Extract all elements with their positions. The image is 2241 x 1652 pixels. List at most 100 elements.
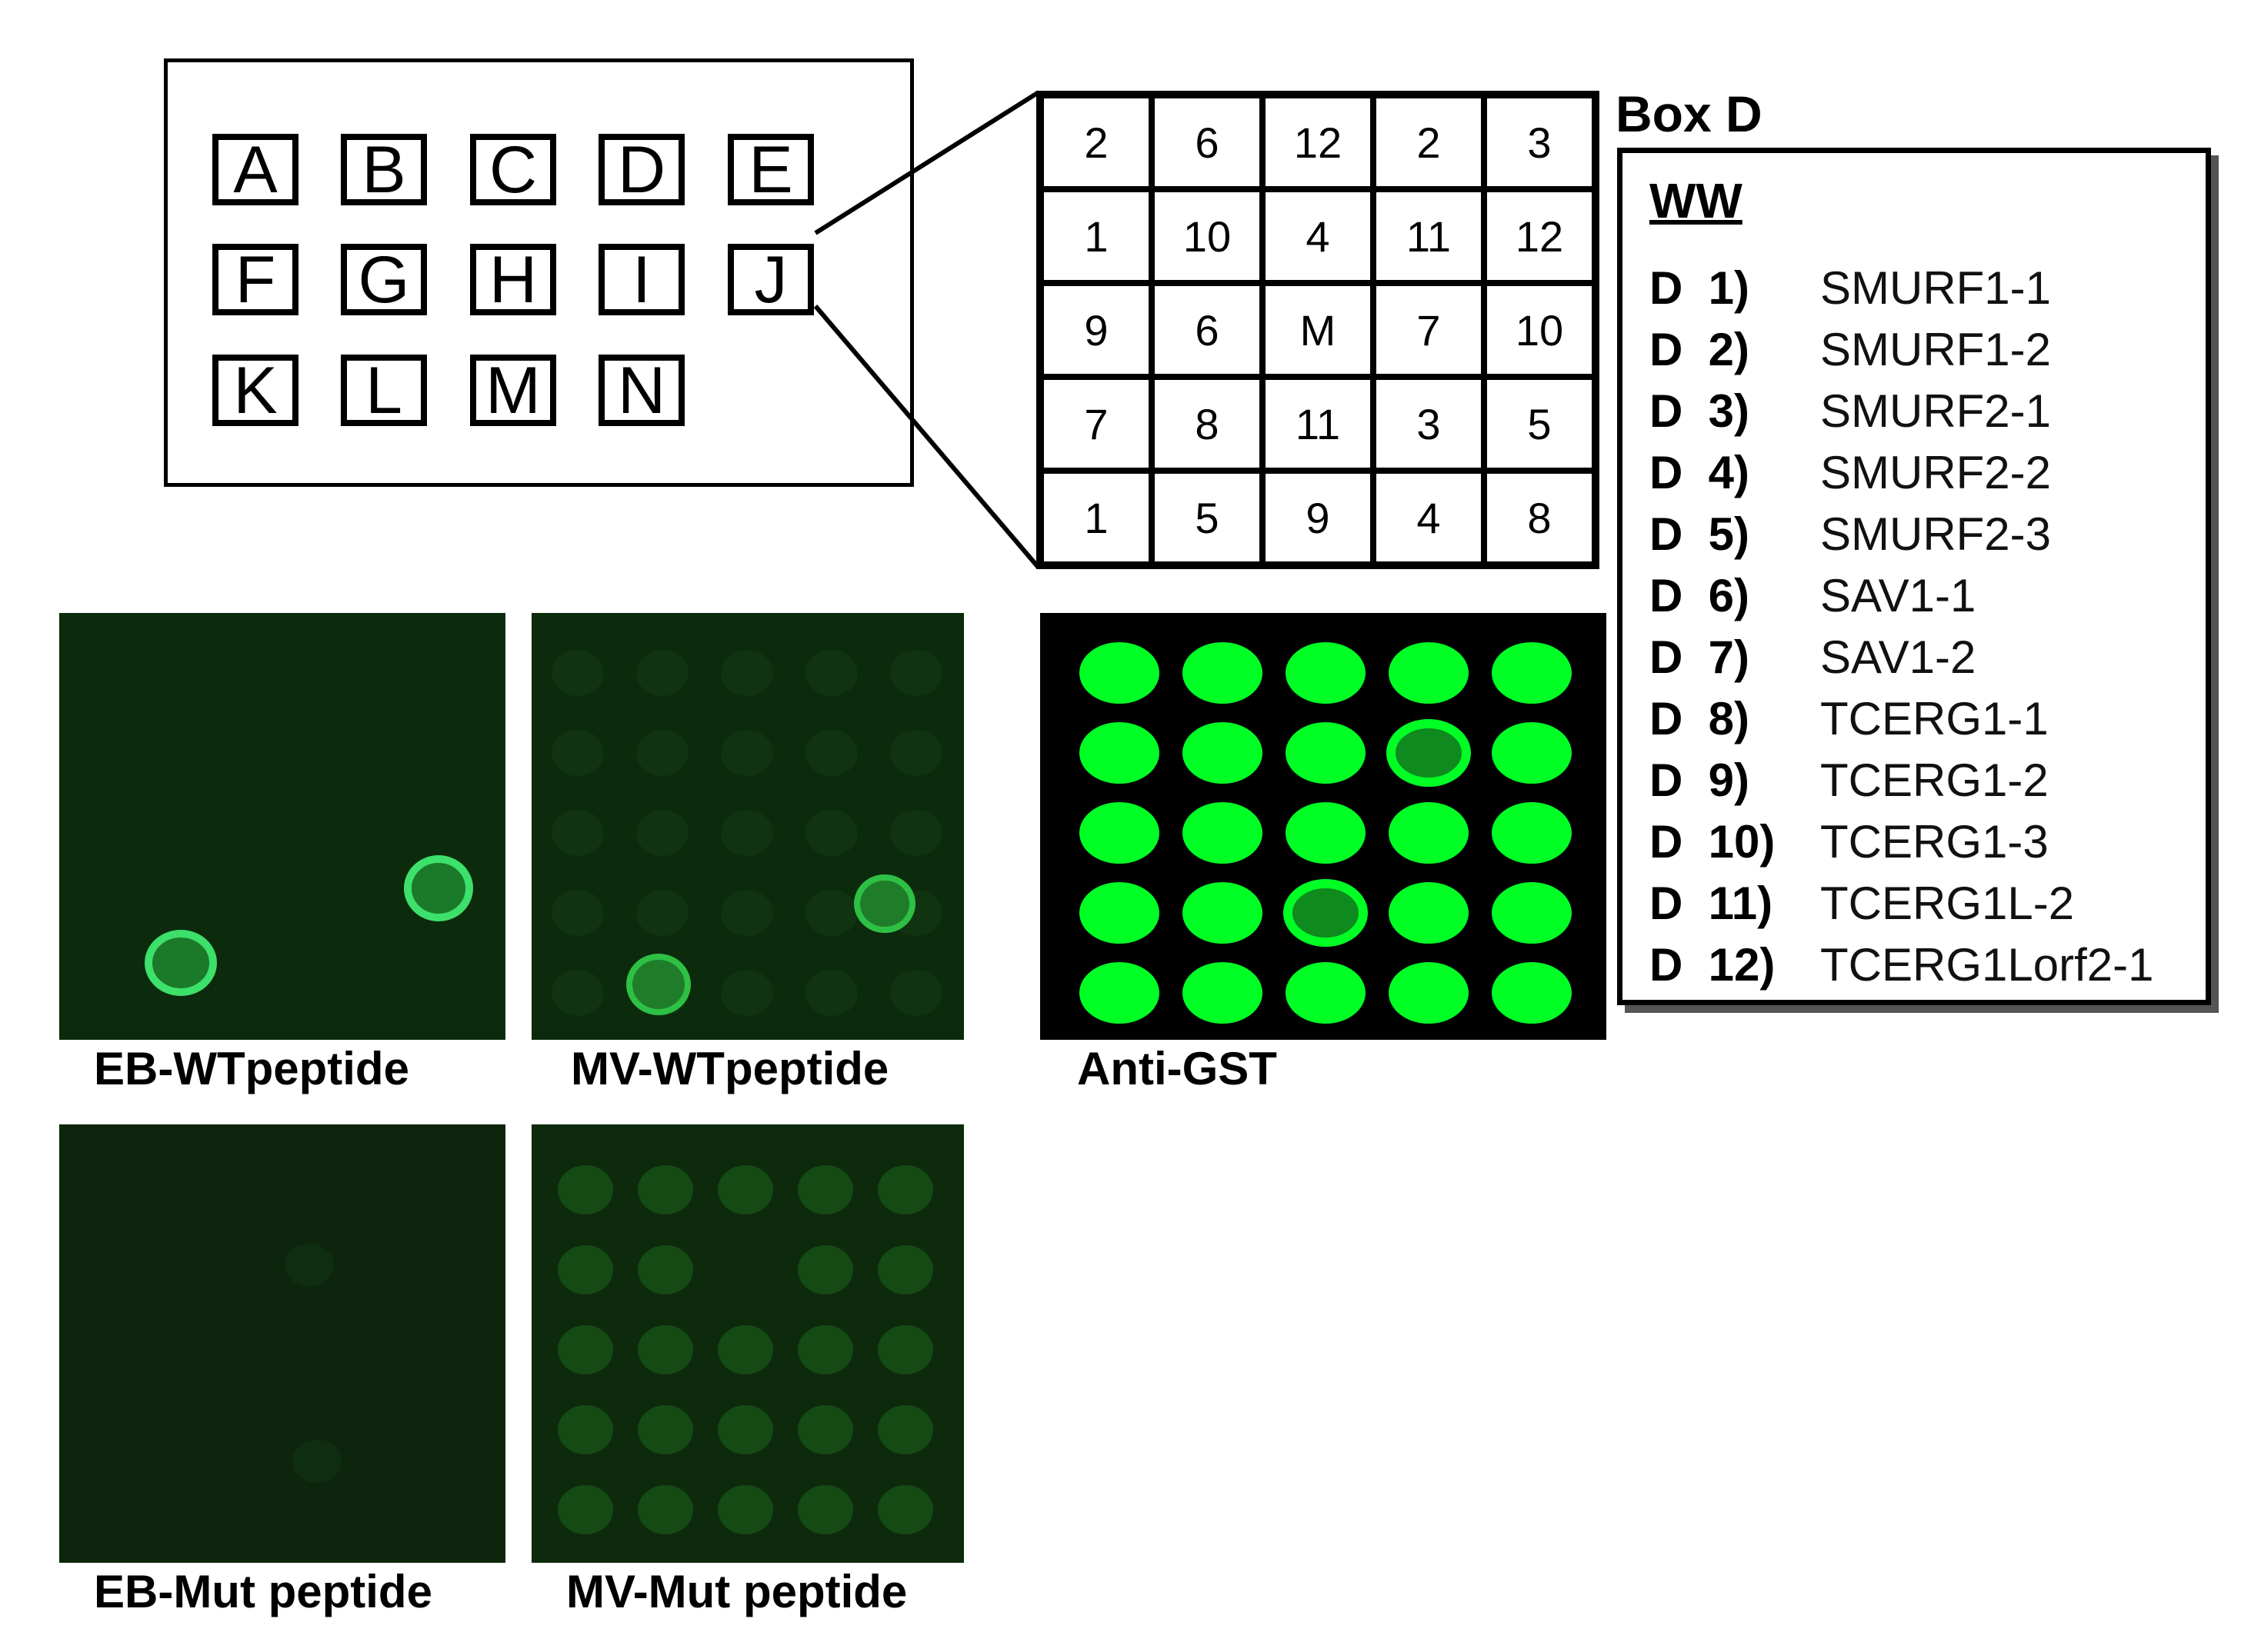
blot-spot (404, 855, 473, 921)
legend-entry: D 5)SMURF2-3 (1649, 507, 2051, 561)
legend-entry: D 1)SMURF1-1 (1649, 261, 2051, 315)
blot-spot (798, 1165, 853, 1214)
grid-cell: 1 (1041, 471, 1152, 565)
blot-spot (878, 1405, 933, 1454)
blot-spot (1389, 802, 1469, 864)
box-letter: I (632, 242, 651, 317)
blot-spot (805, 970, 858, 1016)
grid-cell: 11 (1373, 189, 1484, 283)
legend-entry: D 11)TCERG1L-2 (1649, 876, 2074, 930)
box-letter: J (754, 242, 788, 317)
legend-code: D 11) (1649, 877, 1773, 929)
blot-eb-wt (59, 613, 505, 1040)
legend-heading: WW (1649, 173, 1742, 228)
legend-entry: D 12)TCERG1Lorf2-1 (1649, 938, 2153, 991)
blot-spot (1182, 962, 1262, 1024)
blot-spot (721, 730, 773, 776)
blot-spot (1389, 642, 1469, 704)
grid-cell: 2 (1373, 95, 1484, 189)
box-l: L (341, 355, 427, 426)
blot-spot (1389, 882, 1469, 944)
zoom-line-bottom (813, 305, 1041, 569)
legend-code: D 5) (1649, 508, 1750, 560)
blot-spot (1492, 642, 1572, 704)
blot-spot (805, 650, 858, 696)
legend-entry: D 4)SMURF2-2 (1649, 445, 2051, 499)
blot-spot (718, 1325, 773, 1374)
legend-code: D 10) (1649, 815, 1776, 868)
grid-cell: 6 (1152, 95, 1262, 189)
blot-spot (1286, 722, 1366, 784)
box-d-title: Box D (1616, 85, 1762, 142)
blot-spot (721, 890, 773, 936)
box-letter: K (233, 353, 278, 428)
blot-spot (1182, 882, 1262, 944)
blot-spot (721, 970, 773, 1016)
box-n: N (599, 355, 685, 426)
grid-cell: 7 (1373, 283, 1484, 377)
box-letter: A (233, 132, 278, 207)
grid-cell: 4 (1262, 189, 1373, 283)
legend-entry: D 9)TCERG1-2 (1649, 753, 2049, 807)
blot-spot (1389, 962, 1469, 1024)
grid-cell: 12 (1484, 189, 1595, 283)
blot-spot (558, 1485, 613, 1534)
blot-spot (1079, 642, 1159, 704)
blot-spot (878, 1245, 933, 1294)
zoom-line-top (814, 90, 1040, 235)
blot-spot (638, 1405, 693, 1454)
blot-spot (890, 810, 942, 856)
grid-cell: 11 (1262, 377, 1373, 471)
legend-protein-name: SMURF2-2 (1820, 446, 2052, 498)
blot-spot (1283, 879, 1368, 947)
legend-protein-name: SMURF2-1 (1820, 385, 2052, 437)
blot-spot (878, 1485, 933, 1534)
legend-protein-name: SMURF1-2 (1820, 323, 2052, 375)
blot-spot (1286, 642, 1366, 704)
box-h: H (470, 244, 556, 315)
box-e: E (728, 134, 814, 205)
blot-spot (558, 1245, 613, 1294)
grid-cell: 8 (1484, 471, 1595, 565)
blot-spot (798, 1405, 853, 1454)
legend-code: D 8) (1649, 692, 1750, 744)
legend-entry: D 7)SAV1-2 (1649, 630, 1976, 684)
blot-spot (1079, 962, 1159, 1024)
blot-mv-wt (532, 613, 964, 1040)
box-i: I (599, 244, 685, 315)
blot-spot (638, 1165, 693, 1214)
box-letter: E (749, 132, 793, 207)
grid-cell: 10 (1484, 283, 1595, 377)
blot-spot (805, 890, 858, 936)
box-c: C (470, 134, 556, 205)
grid-cell: 2 (1041, 95, 1152, 189)
legend-code: D 1) (1649, 261, 1750, 314)
box-k: K (212, 355, 298, 426)
blot-spot (798, 1245, 853, 1294)
blot-anti-gst (1040, 613, 1606, 1040)
box-g: G (341, 244, 427, 315)
blot-spot (1386, 719, 1471, 787)
blot-spot (285, 1244, 334, 1287)
blot-label-mv-wt: MV-WTpeptide (571, 1043, 889, 1094)
box-d: D (599, 134, 685, 205)
blot-spot (721, 650, 773, 696)
box-m: M (470, 355, 556, 426)
blot-spot (718, 1405, 773, 1454)
blot-spot (718, 1485, 773, 1534)
blot-spot (1492, 802, 1572, 864)
grid-cell: 8 (1152, 377, 1262, 471)
box-letter: C (489, 132, 538, 207)
box-f: F (212, 244, 298, 315)
grid-cell: 6 (1152, 283, 1262, 377)
grid-cell: 9 (1262, 471, 1373, 565)
blot-spot (552, 970, 604, 1016)
blot-spot (636, 730, 689, 776)
box-a: A (212, 134, 298, 205)
blot-spot (1079, 802, 1159, 864)
blot-mv-mut (532, 1124, 964, 1563)
blot-spot (292, 1440, 342, 1483)
grid-cell: 5 (1484, 377, 1595, 471)
